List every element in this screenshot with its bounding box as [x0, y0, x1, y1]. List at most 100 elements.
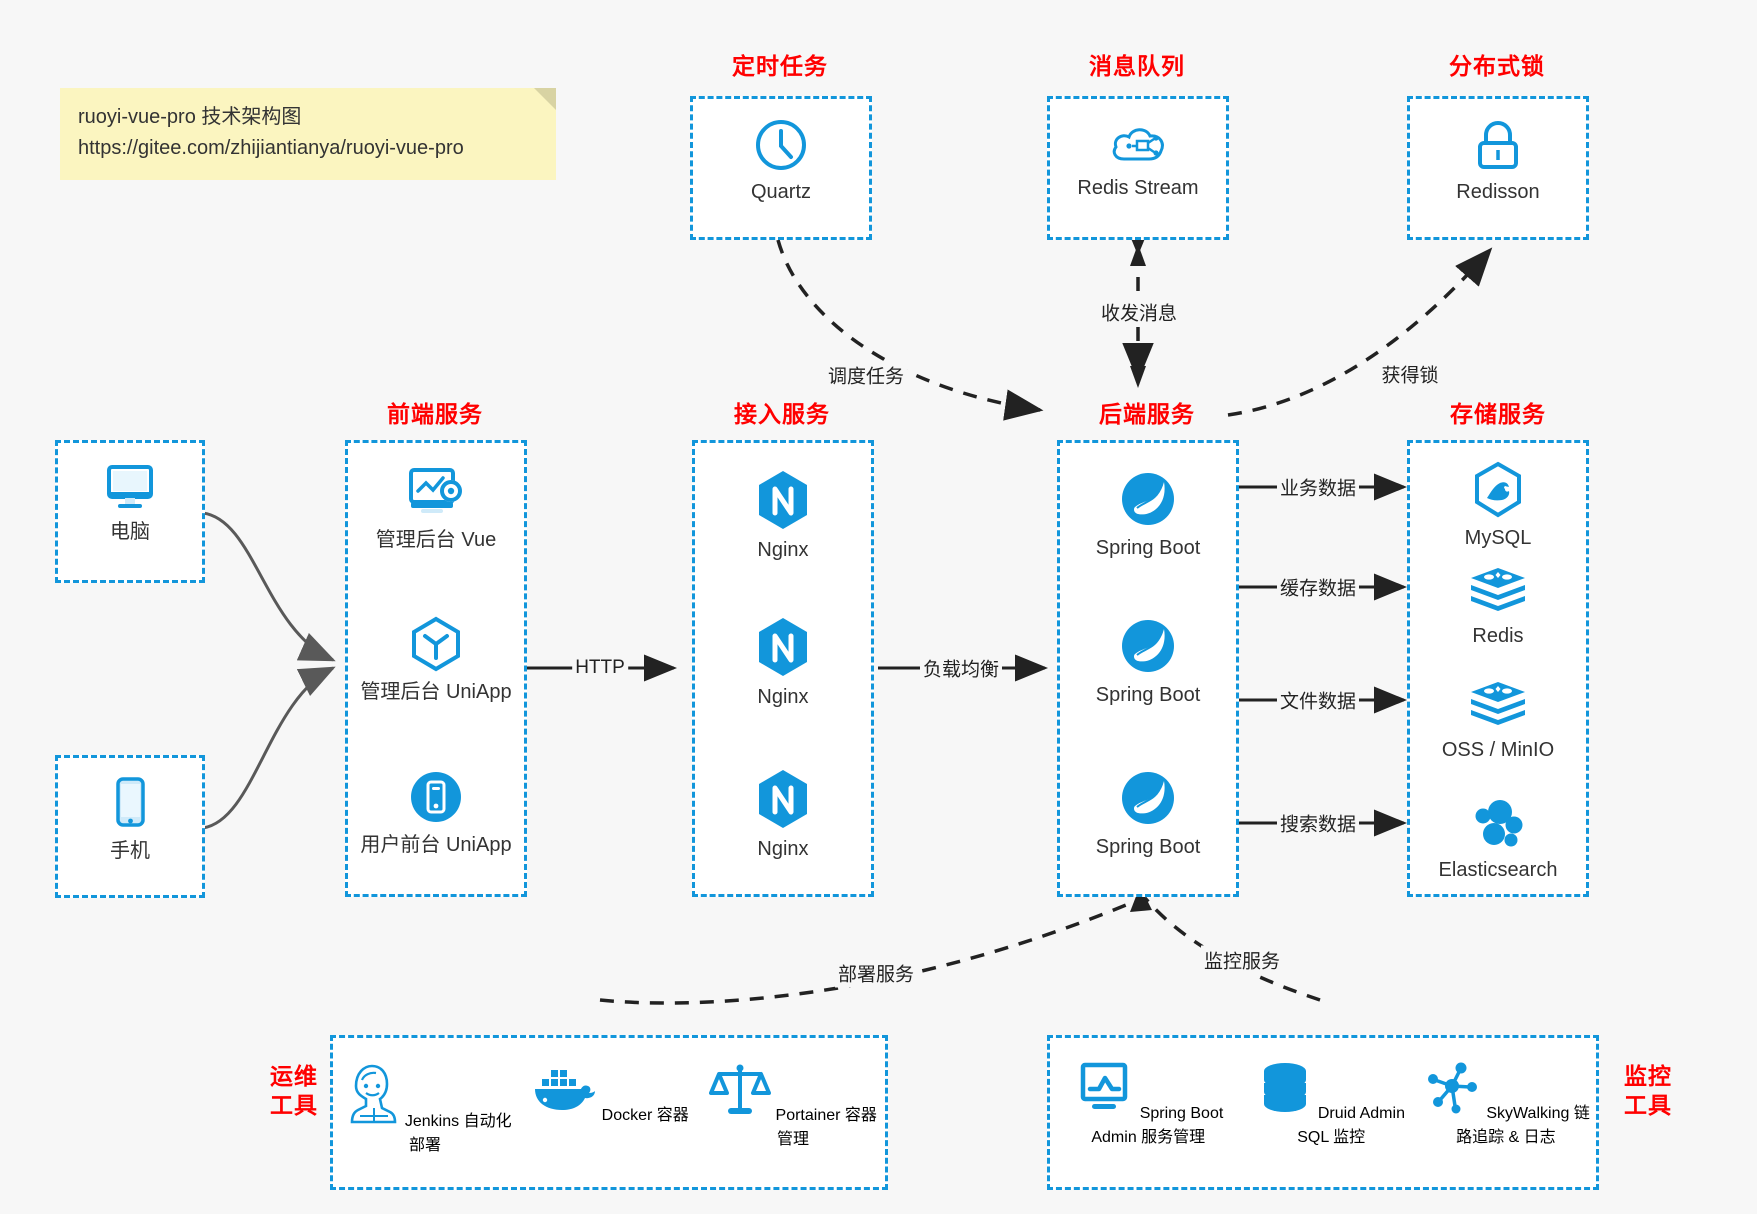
group-box-storage[interactable]: MySQL Redis: [1407, 440, 1589, 897]
group-box-frontend[interactable]: 管理后台 Vue 管理后台 UniApp 用户前台 U: [345, 440, 527, 897]
group-box-monitor[interactable]: Spring Boot Admin 服务管理 Druid Admin SQL 监…: [1047, 1035, 1599, 1190]
edge-label-search-data: 搜索数据: [1276, 808, 1360, 838]
node-skywalking[interactable]: SkyWalking 链路追踪 & 日志: [1416, 1038, 1596, 1147]
node-spring-boot-1[interactable]: Spring Boot: [1060, 469, 1236, 561]
node-label: MySQL: [1464, 527, 1532, 549]
node-label: Elasticsearch: [1438, 859, 1558, 881]
node-label: 管理后台 Vue: [375, 529, 497, 551]
node-label: Quartz: [750, 181, 812, 203]
spring-boot-icon: [1060, 616, 1236, 676]
node-label: Nginx: [757, 838, 809, 860]
edge-devops-to-backend: [599, 898, 1139, 1005]
node-sublabel: SQL 监控: [1297, 1129, 1366, 1146]
clock-icon: [693, 117, 869, 173]
group-box-distributed-lock[interactable]: Redisson: [1407, 96, 1589, 240]
node-client-computer[interactable]: 电脑: [55, 440, 205, 583]
node-label: Redis Stream: [1077, 177, 1199, 199]
edge-label-file-data: 文件数据: [1276, 685, 1360, 715]
node-sublabel: 容器: [656, 1107, 689, 1124]
edge-label-load-balance: 负载均衡: [919, 653, 1003, 683]
node-nginx-1[interactable]: Nginx: [695, 469, 871, 563]
node-elasticsearch[interactable]: Elasticsearch: [1410, 795, 1586, 883]
nginx-icon: [695, 469, 871, 531]
mobile-phone-icon: [58, 776, 202, 832]
uniapp-cube-icon: [348, 615, 524, 673]
edge-label-deploy-service: 部署服务: [834, 958, 918, 988]
jenkins-icon: [338, 1064, 404, 1130]
node-sublabel: 链路追踪 & 日志: [1456, 1105, 1590, 1146]
group-title-frontend: 前端服务: [387, 401, 483, 427]
elasticsearch-icon: [1410, 795, 1586, 851]
node-nginx-2[interactable]: Nginx: [695, 616, 871, 710]
portainer-scales-icon: [709, 1064, 775, 1124]
node-druid-admin[interactable]: Druid Admin SQL 监控: [1247, 1038, 1416, 1147]
admin-dashboard-icon: [348, 465, 524, 521]
node-docker[interactable]: Docker 容器: [518, 1038, 700, 1125]
node-redisson[interactable]: Redisson: [1410, 119, 1586, 205]
node-quartz[interactable]: Quartz: [693, 117, 869, 205]
edge-label-schedule-task: 调度任务: [824, 360, 908, 390]
note-fold-corner: [534, 88, 556, 110]
node-spring-boot-2[interactable]: Spring Boot: [1060, 616, 1236, 708]
node-label: 管理后台 UniApp: [360, 681, 512, 703]
group-box-message-queue[interactable]: Redis Stream: [1047, 96, 1229, 240]
group-box-backend[interactable]: Spring Boot Spring Boot Spring Boot: [1057, 440, 1239, 897]
monitor-chart-icon: [1073, 1062, 1139, 1122]
node-label: Spring Boot: [1095, 537, 1201, 559]
nginx-icon: [695, 768, 871, 830]
group-title-distributed-lock: 分布式锁: [1449, 53, 1545, 79]
node-sublabel: 服务管理: [1141, 1129, 1206, 1146]
group-box-gateway[interactable]: Nginx Nginx Nginx: [692, 440, 874, 897]
node-admin-uniapp[interactable]: 管理后台 UniApp: [348, 615, 524, 705]
node-admin-vue[interactable]: 管理后台 Vue: [348, 465, 524, 553]
node-mysql[interactable]: MySQL: [1410, 461, 1586, 551]
node-label: Redisson: [1456, 181, 1540, 203]
node-label: Portainer: [775, 1107, 841, 1124]
group-box-scheduled-task[interactable]: Quartz: [690, 96, 872, 240]
edge-backend-to-redisson: [1227, 247, 1493, 417]
group-title-devops: 运维 工具: [258, 1062, 330, 1120]
edge-label-monitor-service: 监控服务: [1200, 945, 1284, 975]
edge-label-cache-data: 缓存数据: [1276, 572, 1360, 602]
client-computer[interactable]: 电脑: [58, 461, 202, 545]
mysql-icon: [1410, 461, 1586, 519]
node-label: SkyWalking: [1486, 1105, 1570, 1122]
node-user-uniapp[interactable]: 用户前台 UniApp: [348, 768, 524, 858]
mobile-app-icon: [348, 768, 524, 826]
node-client-phone[interactable]: 手机: [55, 755, 205, 898]
node-spring-boot-3[interactable]: Spring Boot: [1060, 768, 1236, 860]
node-redis-stream[interactable]: Redis Stream: [1050, 121, 1226, 201]
group-title-storage: 存储服务: [1450, 401, 1546, 427]
client-phone[interactable]: 手机: [58, 776, 202, 864]
node-portainer[interactable]: Portainer 容器管理: [702, 1038, 884, 1149]
node-label: Spring Boot Admin: [1091, 1105, 1224, 1146]
node-label: Spring Boot: [1095, 836, 1201, 858]
node-sublabel: 容器管理: [776, 1107, 877, 1148]
node-label: Nginx: [757, 686, 809, 708]
cloud-stream-icon: [1050, 121, 1226, 169]
edge-phone-to-frontend: [202, 666, 336, 830]
redis-icon: [1410, 565, 1586, 617]
docker-whale-icon: [529, 1070, 601, 1124]
group-title-scheduled-task: 定时任务: [732, 53, 828, 79]
node-oss-minio[interactable]: OSS / MinIO: [1410, 679, 1586, 763]
edge-quartz-to-backend: [776, 239, 1044, 421]
group-title-devops-line2: 工具: [270, 1091, 318, 1118]
node-label: 电脑: [110, 521, 150, 543]
node-nginx-3[interactable]: Nginx: [695, 768, 871, 862]
spring-boot-icon: [1060, 469, 1236, 529]
diagram-note: ruoyi-vue-pro 技术架构图 https://gitee.com/zh…: [60, 88, 556, 180]
node-jenkins[interactable]: Jenkins 自动化部署: [334, 1038, 516, 1155]
node-spring-boot-admin[interactable]: Spring Boot Admin 服务管理: [1050, 1038, 1247, 1147]
node-label: Druid Admin: [1317, 1105, 1405, 1122]
spring-boot-icon: [1060, 768, 1236, 828]
node-redis[interactable]: Redis: [1410, 565, 1586, 649]
node-label: Spring Boot: [1095, 684, 1201, 706]
node-sublabel: 自动化部署: [408, 1113, 512, 1154]
padlock-icon: [1410, 119, 1586, 173]
group-box-devops[interactable]: Jenkins 自动化部署 Docker: [330, 1035, 888, 1190]
edge-computer-to-frontend: [202, 511, 336, 662]
node-label: 用户前台 UniApp: [360, 834, 512, 856]
skywalking-nodes-icon: [1422, 1062, 1486, 1122]
